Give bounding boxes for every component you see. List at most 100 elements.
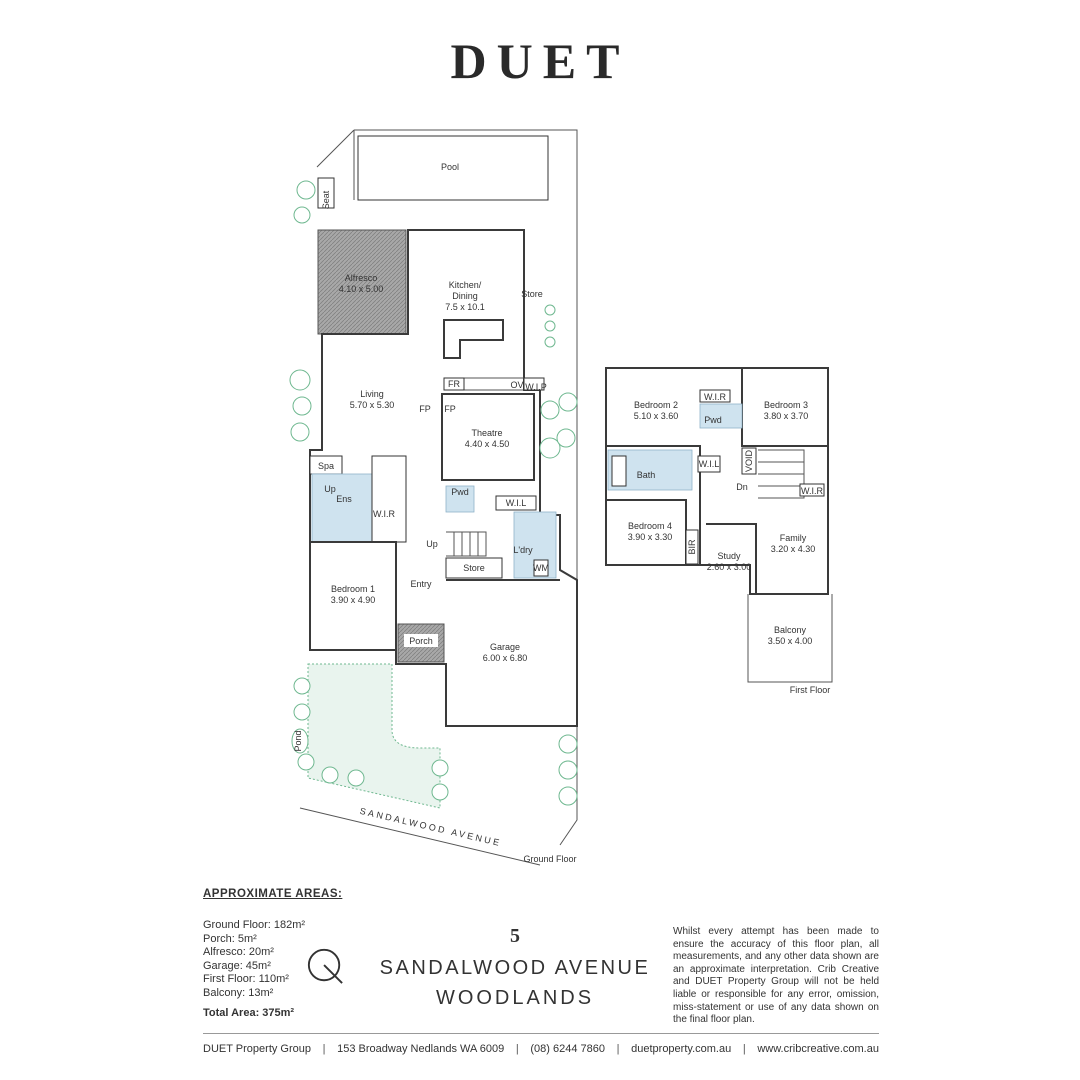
footer: DUET Property Group | 153 Broadway Nedla… — [203, 1033, 879, 1055]
first-pwd-tiles — [699, 403, 743, 429]
wir-b-label: W.I.R — [801, 486, 823, 496]
address-number: 5 — [510, 925, 520, 947]
theatre-label: Theatre — [471, 428, 502, 438]
wir-a — [699, 389, 731, 403]
footer-company: DUET Property Group — [203, 1043, 312, 1055]
garage-label: Garage — [490, 642, 520, 652]
wil-label: W.I.L — [506, 498, 527, 508]
first-floor-plan: Bedroom 2 5.10 x 3.60 W.I.R Pwd Bedroom … — [605, 367, 833, 695]
pool — [357, 135, 549, 201]
living-dim: 5.70 x 5.30 — [350, 400, 395, 410]
store — [445, 557, 503, 579]
balcony-outline — [747, 594, 833, 683]
fp-label-2: FP — [444, 404, 456, 414]
ground-floor-plan: Pool Seat Alfresco 4.10 x 5.00 Kitchen/ … — [289, 129, 578, 866]
address-street: SANDALWOOD AVENUE — [379, 957, 651, 979]
wip — [523, 377, 545, 391]
ens-label: Ens — [336, 494, 352, 504]
ground-floor-label: Ground Floor — [523, 854, 576, 864]
fr-label: FR — [448, 379, 460, 389]
up-label-2: Up — [426, 539, 438, 549]
living-label: Living — [360, 389, 384, 399]
footer-crib-link[interactable]: www.cribcreative.com.au — [757, 1043, 879, 1055]
study-walls — [706, 523, 757, 594]
address-suburb: WOODLANDS — [435, 987, 595, 1009]
bedroom2-label: Bedroom 2 — [634, 400, 678, 410]
seat — [317, 177, 335, 209]
area-garage: Garage: 45m² — [203, 959, 271, 972]
wm-label: WM — [533, 563, 549, 573]
bedroom1-dim: 3.90 x 4.90 — [331, 595, 376, 605]
dn-label: Dn — [736, 482, 748, 492]
pond-label: Pond — [293, 730, 303, 751]
area-total: Total Area: 375m² — [203, 1007, 295, 1019]
first-outer-walls — [605, 367, 829, 595]
footer-phone: (08) 6244 7860 — [530, 1043, 606, 1055]
footer-separator: | — [322, 1043, 326, 1055]
approximate-areas: APPROXIMATE AREAS: Ground Floor: 182m² P… — [203, 888, 403, 1021]
store-top-label: Store — [521, 289, 543, 299]
area-alfresco: Alfresco: 20m² — [203, 946, 274, 958]
washing-machine — [533, 559, 549, 577]
street-boundary — [299, 807, 541, 866]
ground-outer-walls — [309, 229, 578, 727]
fridge — [443, 377, 465, 391]
first-wil-label: W.I.L — [699, 459, 720, 469]
bedroom1-walls — [310, 541, 397, 650]
floor-plan: Pool Seat Alfresco 4.10 x 5.00 Kitchen/ … — [289, 129, 833, 866]
bedroom4-label: Bedroom 4 — [628, 521, 672, 531]
seat-label: Seat — [321, 190, 331, 209]
void-label: VOID — [744, 450, 754, 473]
wir-a-label: W.I.R — [704, 392, 726, 402]
first-stairs — [758, 449, 805, 499]
bedroom3-walls — [741, 368, 828, 447]
kitchen-label-2: Dining — [452, 291, 478, 301]
q-logo-icon — [307, 948, 343, 984]
footer-separator: | — [616, 1043, 620, 1055]
theatre-dim: 4.40 x 4.50 — [465, 439, 510, 449]
pwd-label: Pwd — [451, 487, 469, 497]
footer-separator: | — [515, 1043, 519, 1055]
ensuite-tiles — [311, 473, 373, 543]
study-label: Study — [717, 551, 741, 561]
ov-label: OV — [510, 380, 523, 390]
garage-dim: 6.00 x 6.80 — [483, 653, 528, 663]
footer-separator: | — [742, 1043, 746, 1055]
bir-label: BIR — [687, 539, 697, 555]
bedroom4-dim: 3.90 x 3.30 — [628, 532, 673, 542]
first-pwd-label: Pwd — [704, 415, 722, 425]
wil — [495, 495, 537, 511]
balcony-label: Balcony — [774, 625, 807, 635]
first-floor-label: First Floor — [790, 685, 831, 695]
pond — [291, 728, 309, 754]
area-balcony: Balcony: 13m² — [203, 986, 274, 999]
fp-label-1: FP — [419, 404, 431, 414]
porch-label: Porch — [409, 636, 433, 646]
area-porch: Porch: 5m² — [203, 932, 257, 945]
area-first-floor: First Floor: 110m² — [203, 973, 289, 985]
family-dim: 3.20 x 4.30 — [771, 544, 816, 554]
lot-boundary — [316, 129, 578, 846]
disclaimer: Whilst every attempt has been made to en… — [673, 926, 879, 1026]
alfresco-dim: 4.10 x 5.00 — [339, 284, 384, 294]
area-ground-floor: Ground Floor: 182m² — [203, 919, 306, 931]
wir-b — [799, 483, 825, 497]
footer-website-link[interactable]: duetproperty.com.au — [631, 1043, 732, 1055]
bedroom3-label: Bedroom 3 — [764, 400, 808, 410]
wir-1-label: W.I.R — [373, 509, 395, 519]
bir — [685, 529, 699, 565]
entry-label: Entry — [410, 579, 432, 589]
bath-label: Bath — [637, 470, 656, 480]
brand-logo: DUET — [450, 33, 630, 89]
pool-label: Pool — [441, 162, 459, 172]
kitchen-label: Kitchen/ — [449, 280, 482, 290]
footer-address: 153 Broadway Nedlands WA 6009 — [337, 1043, 505, 1055]
first-wil — [697, 455, 721, 473]
theatre-walls — [441, 393, 535, 481]
landscape-trees — [289, 180, 578, 806]
bedroom1-label: Bedroom 1 — [331, 584, 375, 594]
address-block: 5 SANDALWOOD AVENUE WOODLANDS — [300, 925, 730, 1015]
front-lawn — [307, 663, 441, 809]
void — [741, 447, 757, 475]
bedroom3-dim: 3.80 x 3.70 — [764, 411, 809, 421]
